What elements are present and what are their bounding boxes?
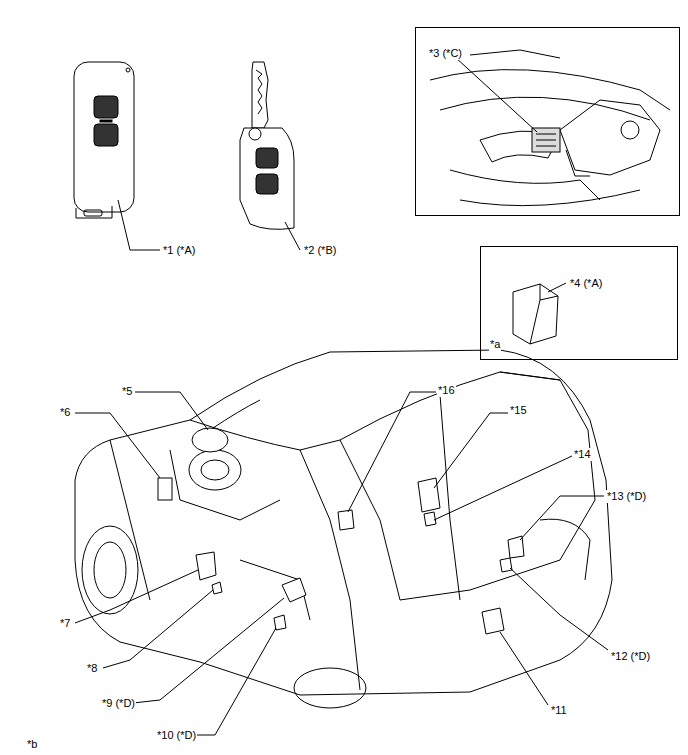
callout-number: *7 (59, 617, 71, 630)
callout-number: *2 (*B) (303, 244, 337, 257)
callout-number: *16 (437, 384, 456, 397)
callout-number: *4 (*A) (569, 277, 603, 290)
callout-number: *1 (*A) (162, 244, 196, 257)
callout-number: *a (489, 338, 501, 351)
callout-number: *13 (*D) (606, 490, 647, 503)
callout-number: *14 (573, 448, 592, 461)
callout-number: *12 (*D) (610, 650, 651, 663)
callout-number: *9 (*D) (101, 697, 136, 710)
callout-number: *10 (*D) (156, 729, 197, 742)
callout-number: *8 (86, 662, 98, 675)
callout-number: *11 (550, 704, 568, 717)
callout-number: *15 (509, 404, 528, 417)
inset-box: *3 (*C) (415, 27, 680, 216)
callout-number: *3 (*C) (428, 47, 463, 60)
callout-number: *6 (59, 406, 71, 419)
callout-number: *b (26, 738, 38, 751)
inset-box: *4 (*A) *a (480, 246, 678, 360)
callout-number: *5 (121, 385, 133, 398)
